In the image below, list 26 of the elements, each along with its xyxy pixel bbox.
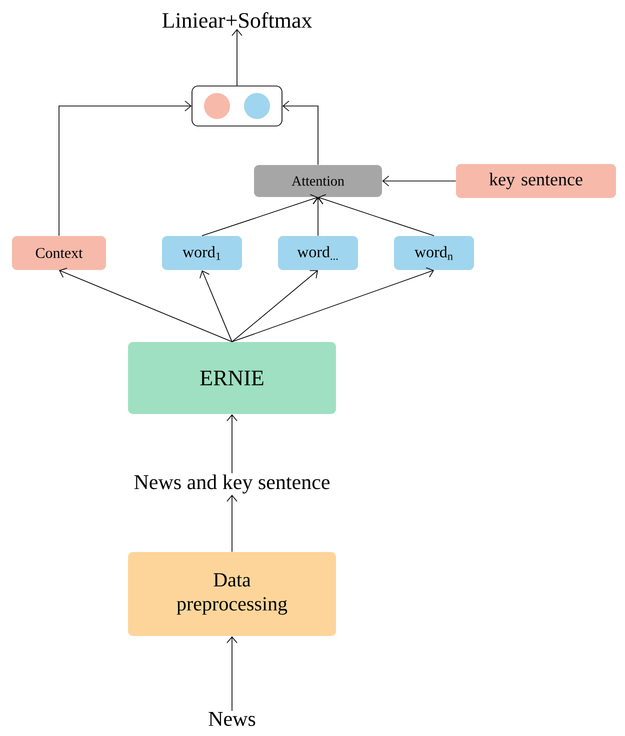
input-label: News and key sentence bbox=[134, 474, 330, 494]
word-box: word$_{n}$ bbox=[394, 236, 474, 270]
arrow bbox=[318, 194, 434, 236]
arrow bbox=[226, 636, 238, 712]
arrow bbox=[59, 268, 232, 342]
attention-box: Attention bbox=[254, 165, 382, 197]
arrow bbox=[312, 197, 324, 236]
arrow bbox=[232, 270, 318, 342]
arrow bbox=[232, 29, 242, 86]
arrow bbox=[226, 494, 238, 552]
model-box: ERNIE bbox=[128, 342, 336, 414]
word-box: word$_{...}$ bbox=[278, 236, 358, 270]
key-sentence-box: key sentence bbox=[456, 164, 616, 198]
arrow bbox=[382, 176, 456, 186]
arrow bbox=[200, 270, 232, 342]
arrow bbox=[226, 414, 238, 474]
input-label: News bbox=[208, 712, 256, 726]
arrow bbox=[202, 194, 318, 236]
arrow bbox=[58, 100, 192, 236]
output-label: Liniear+Softmax bbox=[162, 12, 312, 28]
word-box: word$_{1}$ bbox=[162, 236, 242, 270]
arrow bbox=[282, 100, 318, 166]
context-box: Context bbox=[12, 236, 106, 270]
process-box: Data preprocessing bbox=[128, 552, 336, 636]
concat-drawing bbox=[192, 86, 282, 126]
arrow bbox=[232, 267, 434, 342]
